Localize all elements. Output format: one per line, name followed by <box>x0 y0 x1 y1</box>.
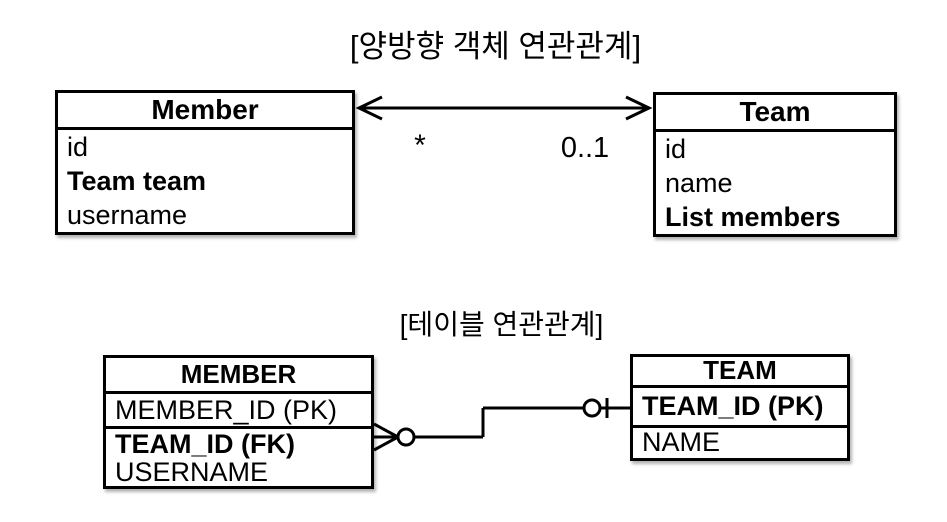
multiplicity-team-end: 0..1 <box>560 132 610 164</box>
multiplicity-member-end: * <box>414 129 426 162</box>
team-table-box: TEAM TEAM_ID (PK) NAME <box>630 354 850 461</box>
team-column-team-id: TEAM_ID (PK) <box>633 388 847 428</box>
bidirectional-arrow-icon <box>355 95 653 121</box>
member-class-box: Member id Team team username <box>55 90 355 235</box>
team-field-name: name <box>665 168 733 198</box>
team-field-id: id <box>665 134 687 164</box>
member-column-member-id: MEMBER_ID (PK) <box>106 394 371 429</box>
member-class-name: Member <box>58 93 352 130</box>
member-table-box: MEMBER MEMBER_ID (PK) TEAM_ID (FK) USERN… <box>103 355 374 489</box>
team-column-name: NAME <box>642 427 721 457</box>
team-table-name: TEAM <box>633 357 847 388</box>
team-class-box: Team id name List members <box>653 92 897 237</box>
member-field-id: id <box>67 132 89 162</box>
member-table-name: MEMBER <box>106 358 371 394</box>
table-association-title: [테이블 연관관계] <box>399 309 604 340</box>
object-association-title: [양방향 객체 연관관계] <box>349 29 642 64</box>
member-column-username: USERNAME <box>115 457 269 487</box>
member-field-team: Team team <box>67 166 207 196</box>
team-class-name: Team <box>656 95 894 132</box>
team-field-members: List members <box>665 202 841 232</box>
crows-foot-connector-icon <box>373 398 630 452</box>
member-column-team-id: TEAM_ID (FK) <box>115 429 295 459</box>
member-field-username: username <box>67 200 188 230</box>
